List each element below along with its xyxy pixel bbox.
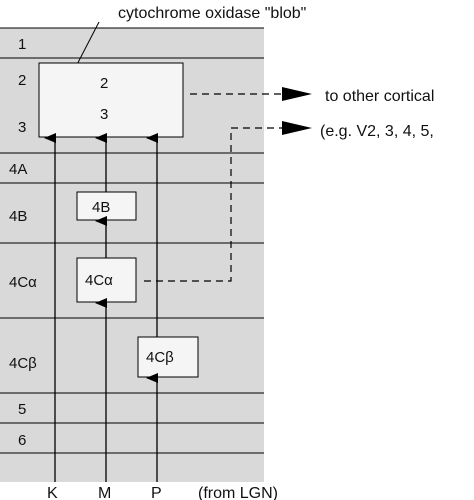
- layer-label-4b: 4B: [9, 208, 27, 225]
- input-source-label: (from LGN): [198, 485, 278, 500]
- layer-label-4cbeta: 4Cβ: [9, 355, 37, 372]
- blob-label-2: 2: [100, 75, 108, 92]
- layer-label-5: 5: [18, 401, 26, 418]
- box-4calpha-label: 4Cα: [85, 272, 113, 289]
- layer-label-4calpha: 4Cα: [9, 274, 37, 291]
- layer-boundaries: [0, 27, 264, 454]
- blob-annotation: cytochrome oxidase "blob": [118, 5, 306, 22]
- box-4cbeta: [137, 336, 199, 378]
- input-label-m: M: [98, 485, 111, 500]
- dashed-output-4calpha: [144, 127, 282, 282]
- box-4b-label: 4B: [92, 199, 110, 216]
- arrowhead-output-blob: [282, 87, 312, 101]
- box-4b: [76, 191, 137, 221]
- blob-box: [38, 62, 184, 138]
- layer-label-2: 2: [18, 72, 26, 89]
- layer-label-6: 6: [18, 432, 26, 449]
- output-text-line1: to other cortical: [325, 88, 434, 105]
- arrowhead-output-4calpha: [282, 121, 312, 135]
- blob-label-3: 3: [100, 106, 108, 123]
- layer-label-3: 3: [18, 119, 26, 136]
- layer-label-1: 1: [18, 36, 26, 53]
- input-label-p: P: [151, 485, 162, 500]
- input-label-k: K: [47, 485, 58, 500]
- output-text-line2: (e.g. V2, 3, 4, 5,: [320, 123, 434, 140]
- box-4cbeta-label: 4Cβ: [146, 349, 174, 366]
- layer-label-4a: 4A: [9, 161, 27, 178]
